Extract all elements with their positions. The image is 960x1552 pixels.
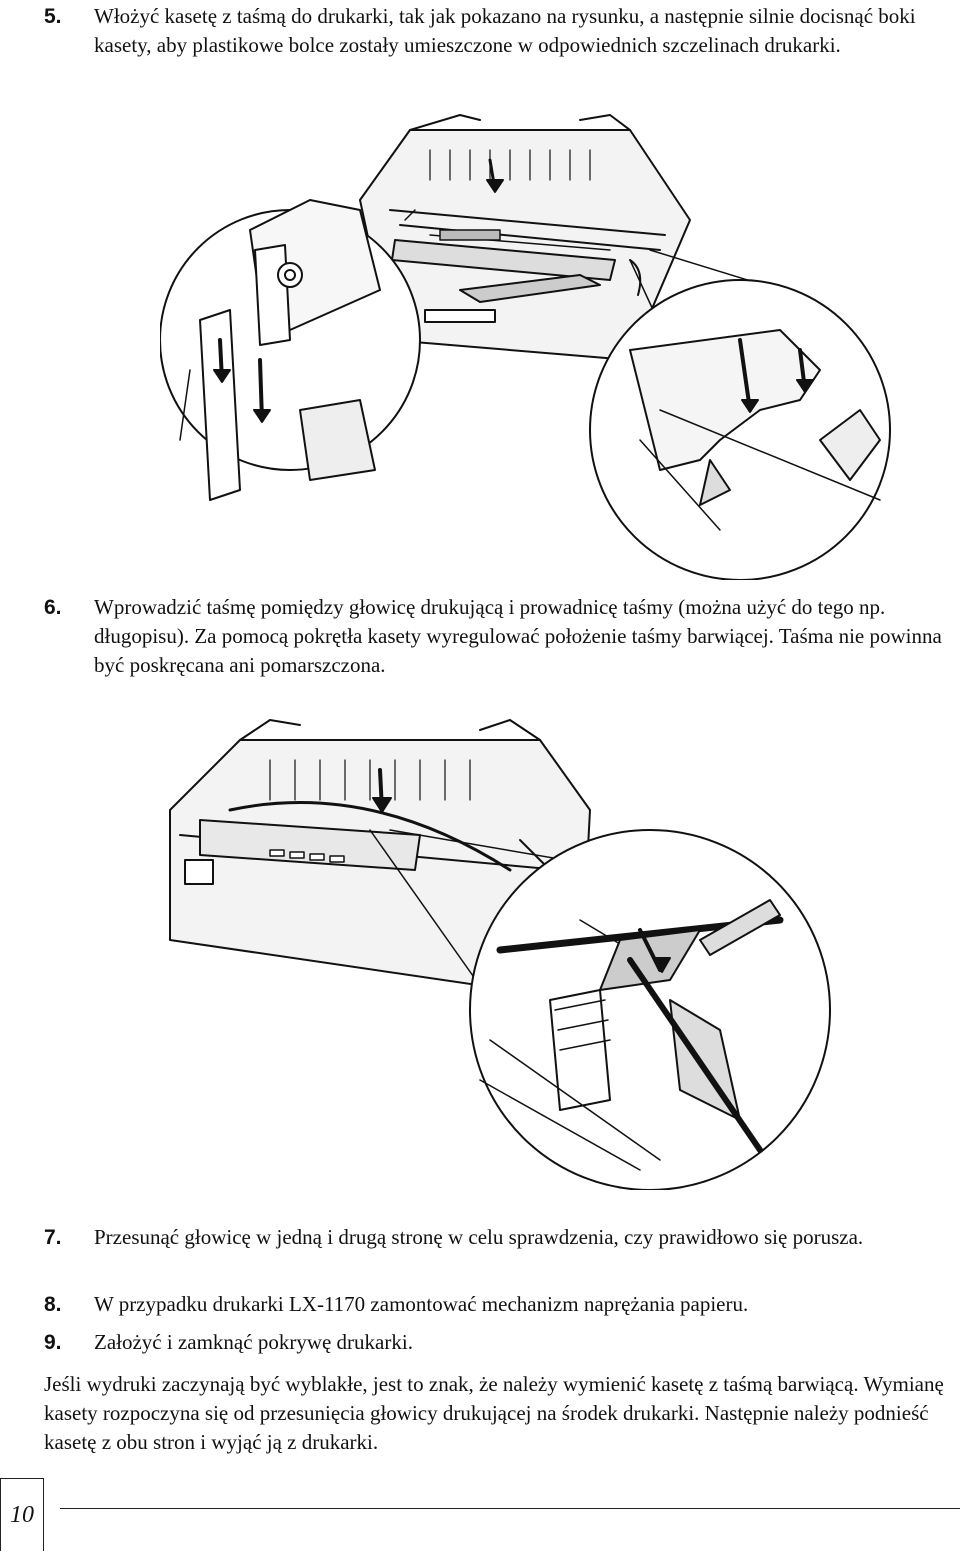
figure-ribbon-threading [160,700,930,1190]
step-number: 9. [44,1331,62,1354]
step-number: 5. [44,5,62,28]
step-5: 5. Włożyć kasetę z taśmą do drukarki, ta… [44,2,944,60]
figure-cartridge-insertion [160,110,920,580]
step-text: Wprowadzić taśmę pomiędzy głowicę drukuj… [94,595,942,677]
footer-rule [60,1508,960,1509]
zoom-circle-left [160,199,421,501]
step-number: 8. [44,1293,62,1316]
step-number: 6. [44,596,62,619]
ribbon-replacement-note: Jeśli wydruki zaczynają być wyblakłe, je… [44,1372,944,1454]
step-text: Założyć i zamknąć pokrywę drukarki. [94,1330,413,1354]
step-7: 7. Przesunąć głowicę w jedną i drugą str… [44,1223,944,1252]
step-9: 9. Założyć i zamknąć pokrywę drukarki. [44,1328,944,1357]
step-text: W przypadku drukarki LX-1170 zamontować … [94,1292,749,1316]
zoom-circle-pen [469,829,831,1190]
step-8: 8. W przypadku drukarki LX-1170 zamontow… [44,1290,944,1319]
zoom-circle-right [589,249,891,580]
step-text: Przesunąć głowicę w jedną i drugą stronę… [94,1225,864,1249]
step-number: 7. [44,1226,62,1249]
page-number: 10 [0,1478,44,1551]
step-text: Włożyć kasetę z taśmą do drukarki, tak j… [94,4,916,57]
step-6: 6. Wprowadzić taśmę pomiędzy głowicę dru… [44,593,944,680]
